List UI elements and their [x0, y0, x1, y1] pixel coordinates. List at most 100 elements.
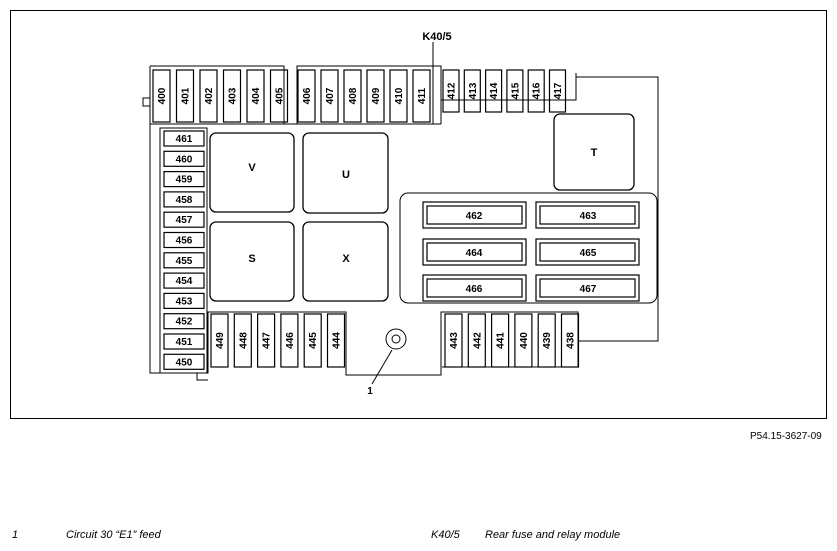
fuse-448: 448 — [233, 313, 252, 368]
fuse-455-label: 455 — [176, 256, 193, 267]
fuse-441: 441 — [491, 313, 510, 368]
relay-x-label: X — [342, 253, 350, 265]
fuse-411-label: 411 — [417, 87, 428, 104]
fuse-417-label: 417 — [553, 82, 564, 99]
relay-t-label: T — [591, 147, 598, 159]
fuse-439: 439 — [537, 313, 556, 368]
legend-key-2: K40/5 — [431, 529, 460, 541]
fuse-454: 454 — [163, 272, 205, 289]
fuse-443-label: 443 — [449, 332, 460, 349]
fuse-442: 442 — [467, 313, 486, 368]
fuse-440-label: 440 — [519, 332, 530, 349]
relay-v — [209, 132, 295, 213]
large-fuse-465-label: 465 — [580, 248, 597, 259]
large-fuse-463 — [535, 201, 640, 229]
fuse-409: 409 — [366, 69, 385, 123]
fuse-457: 457 — [163, 211, 205, 228]
large-fuse-466-label: 466 — [466, 284, 483, 295]
large-fuse-465 — [535, 238, 640, 266]
fuse-461: 461 — [163, 130, 205, 147]
fuse-448-label: 448 — [238, 332, 249, 349]
large-fuse-464 — [422, 238, 527, 266]
fuse-460-label: 460 — [176, 154, 193, 165]
fuse-412: 412 — [442, 69, 460, 113]
fuse-407-label: 407 — [325, 87, 336, 104]
fuse-400-label: 400 — [157, 87, 168, 104]
fuse-415-label: 415 — [510, 82, 521, 99]
fuse-444-label: 444 — [332, 332, 343, 349]
fuse-449: 449 — [210, 313, 229, 368]
fuse-414-label: 414 — [489, 82, 500, 99]
fuse-401: 401 — [175, 69, 195, 123]
fuse-458-label: 458 — [176, 195, 193, 206]
fuse-456: 456 — [163, 231, 205, 249]
fuse-413-label: 413 — [468, 82, 479, 99]
fuse-405: 405 — [269, 69, 289, 123]
fuse-403: 403 — [222, 69, 242, 123]
fuse-416-label: 416 — [532, 82, 543, 99]
fuse-445-label: 445 — [308, 332, 319, 349]
fuse-404-label: 404 — [251, 87, 262, 104]
fuse-407: 407 — [320, 69, 339, 123]
fuse-408: 408 — [343, 69, 362, 123]
fuse-402: 402 — [199, 69, 218, 123]
fuse-405-label: 405 — [275, 87, 286, 104]
diagram-frame — [10, 10, 827, 419]
relay-x — [302, 221, 389, 302]
fuse-455: 455 — [163, 252, 205, 269]
fuse-439-label: 439 — [542, 332, 553, 349]
callout-1: 1 — [367, 386, 373, 397]
fuse-450-label: 450 — [176, 357, 193, 368]
fuse-400: 400 — [152, 69, 171, 123]
large-fuse-464-label: 464 — [466, 248, 483, 259]
fuse-403-label: 403 — [228, 87, 239, 104]
relay-s — [209, 221, 295, 302]
fuse-417: 417 — [548, 69, 567, 113]
fuse-452: 452 — [163, 313, 205, 330]
fuse-442-label: 442 — [472, 332, 483, 349]
fuse-452-label: 452 — [176, 317, 193, 328]
fuse-454-label: 454 — [176, 276, 193, 287]
fuse-449-label: 449 — [215, 332, 226, 349]
fuse-416: 416 — [527, 69, 545, 113]
fuse-445: 445 — [303, 313, 322, 368]
fuse-453-label: 453 — [176, 296, 193, 307]
fuse-410-label: 410 — [394, 87, 405, 104]
fuse-410: 410 — [389, 69, 408, 123]
fuse-446: 446 — [280, 313, 299, 368]
large-fuse-463-label: 463 — [580, 211, 597, 222]
fuse-413: 413 — [463, 69, 481, 113]
large-fuse-462-label: 462 — [466, 211, 483, 222]
fuse-401-label: 401 — [181, 87, 192, 104]
fuse-443: 443 — [444, 313, 463, 368]
fuse-458: 458 — [163, 191, 205, 208]
legend-key-1: 1 — [12, 529, 19, 541]
fuse-459-label: 459 — [176, 175, 193, 186]
fuse-402-label: 402 — [204, 87, 215, 104]
module-label: K40/5 — [422, 31, 451, 43]
legend-text-1: Circuit 30 “E1” feed — [66, 529, 161, 541]
large-fuse-467-label: 467 — [580, 284, 597, 295]
fuse-444: 444 — [326, 313, 346, 368]
relay-s-label: S — [248, 253, 255, 265]
fuse-446-label: 446 — [285, 332, 296, 349]
relay-u-label: U — [342, 169, 350, 181]
fuse-408-label: 408 — [348, 87, 359, 104]
fuse-409-label: 409 — [371, 87, 382, 104]
fuse-451: 451 — [163, 333, 205, 350]
fuse-456-label: 456 — [176, 236, 193, 247]
fuse-451-label: 451 — [176, 337, 193, 348]
legend-text-2: Rear fuse and relay module — [485, 529, 621, 541]
fuse-459: 459 — [163, 171, 205, 188]
fuse-411: 411 — [412, 69, 431, 123]
figure-reference: P54.15-3627-09 — [750, 431, 822, 442]
fuse-440: 440 — [514, 313, 533, 368]
large-fuse-467 — [535, 274, 640, 302]
large-fuse-462 — [422, 201, 527, 229]
fuse-447-label: 447 — [262, 332, 273, 349]
fuse-441-label: 441 — [496, 332, 507, 349]
fuse-415: 415 — [506, 69, 524, 113]
fuse-457-label: 457 — [176, 215, 193, 226]
fuse-404: 404 — [246, 69, 265, 123]
fuse-406-label: 406 — [302, 87, 313, 104]
